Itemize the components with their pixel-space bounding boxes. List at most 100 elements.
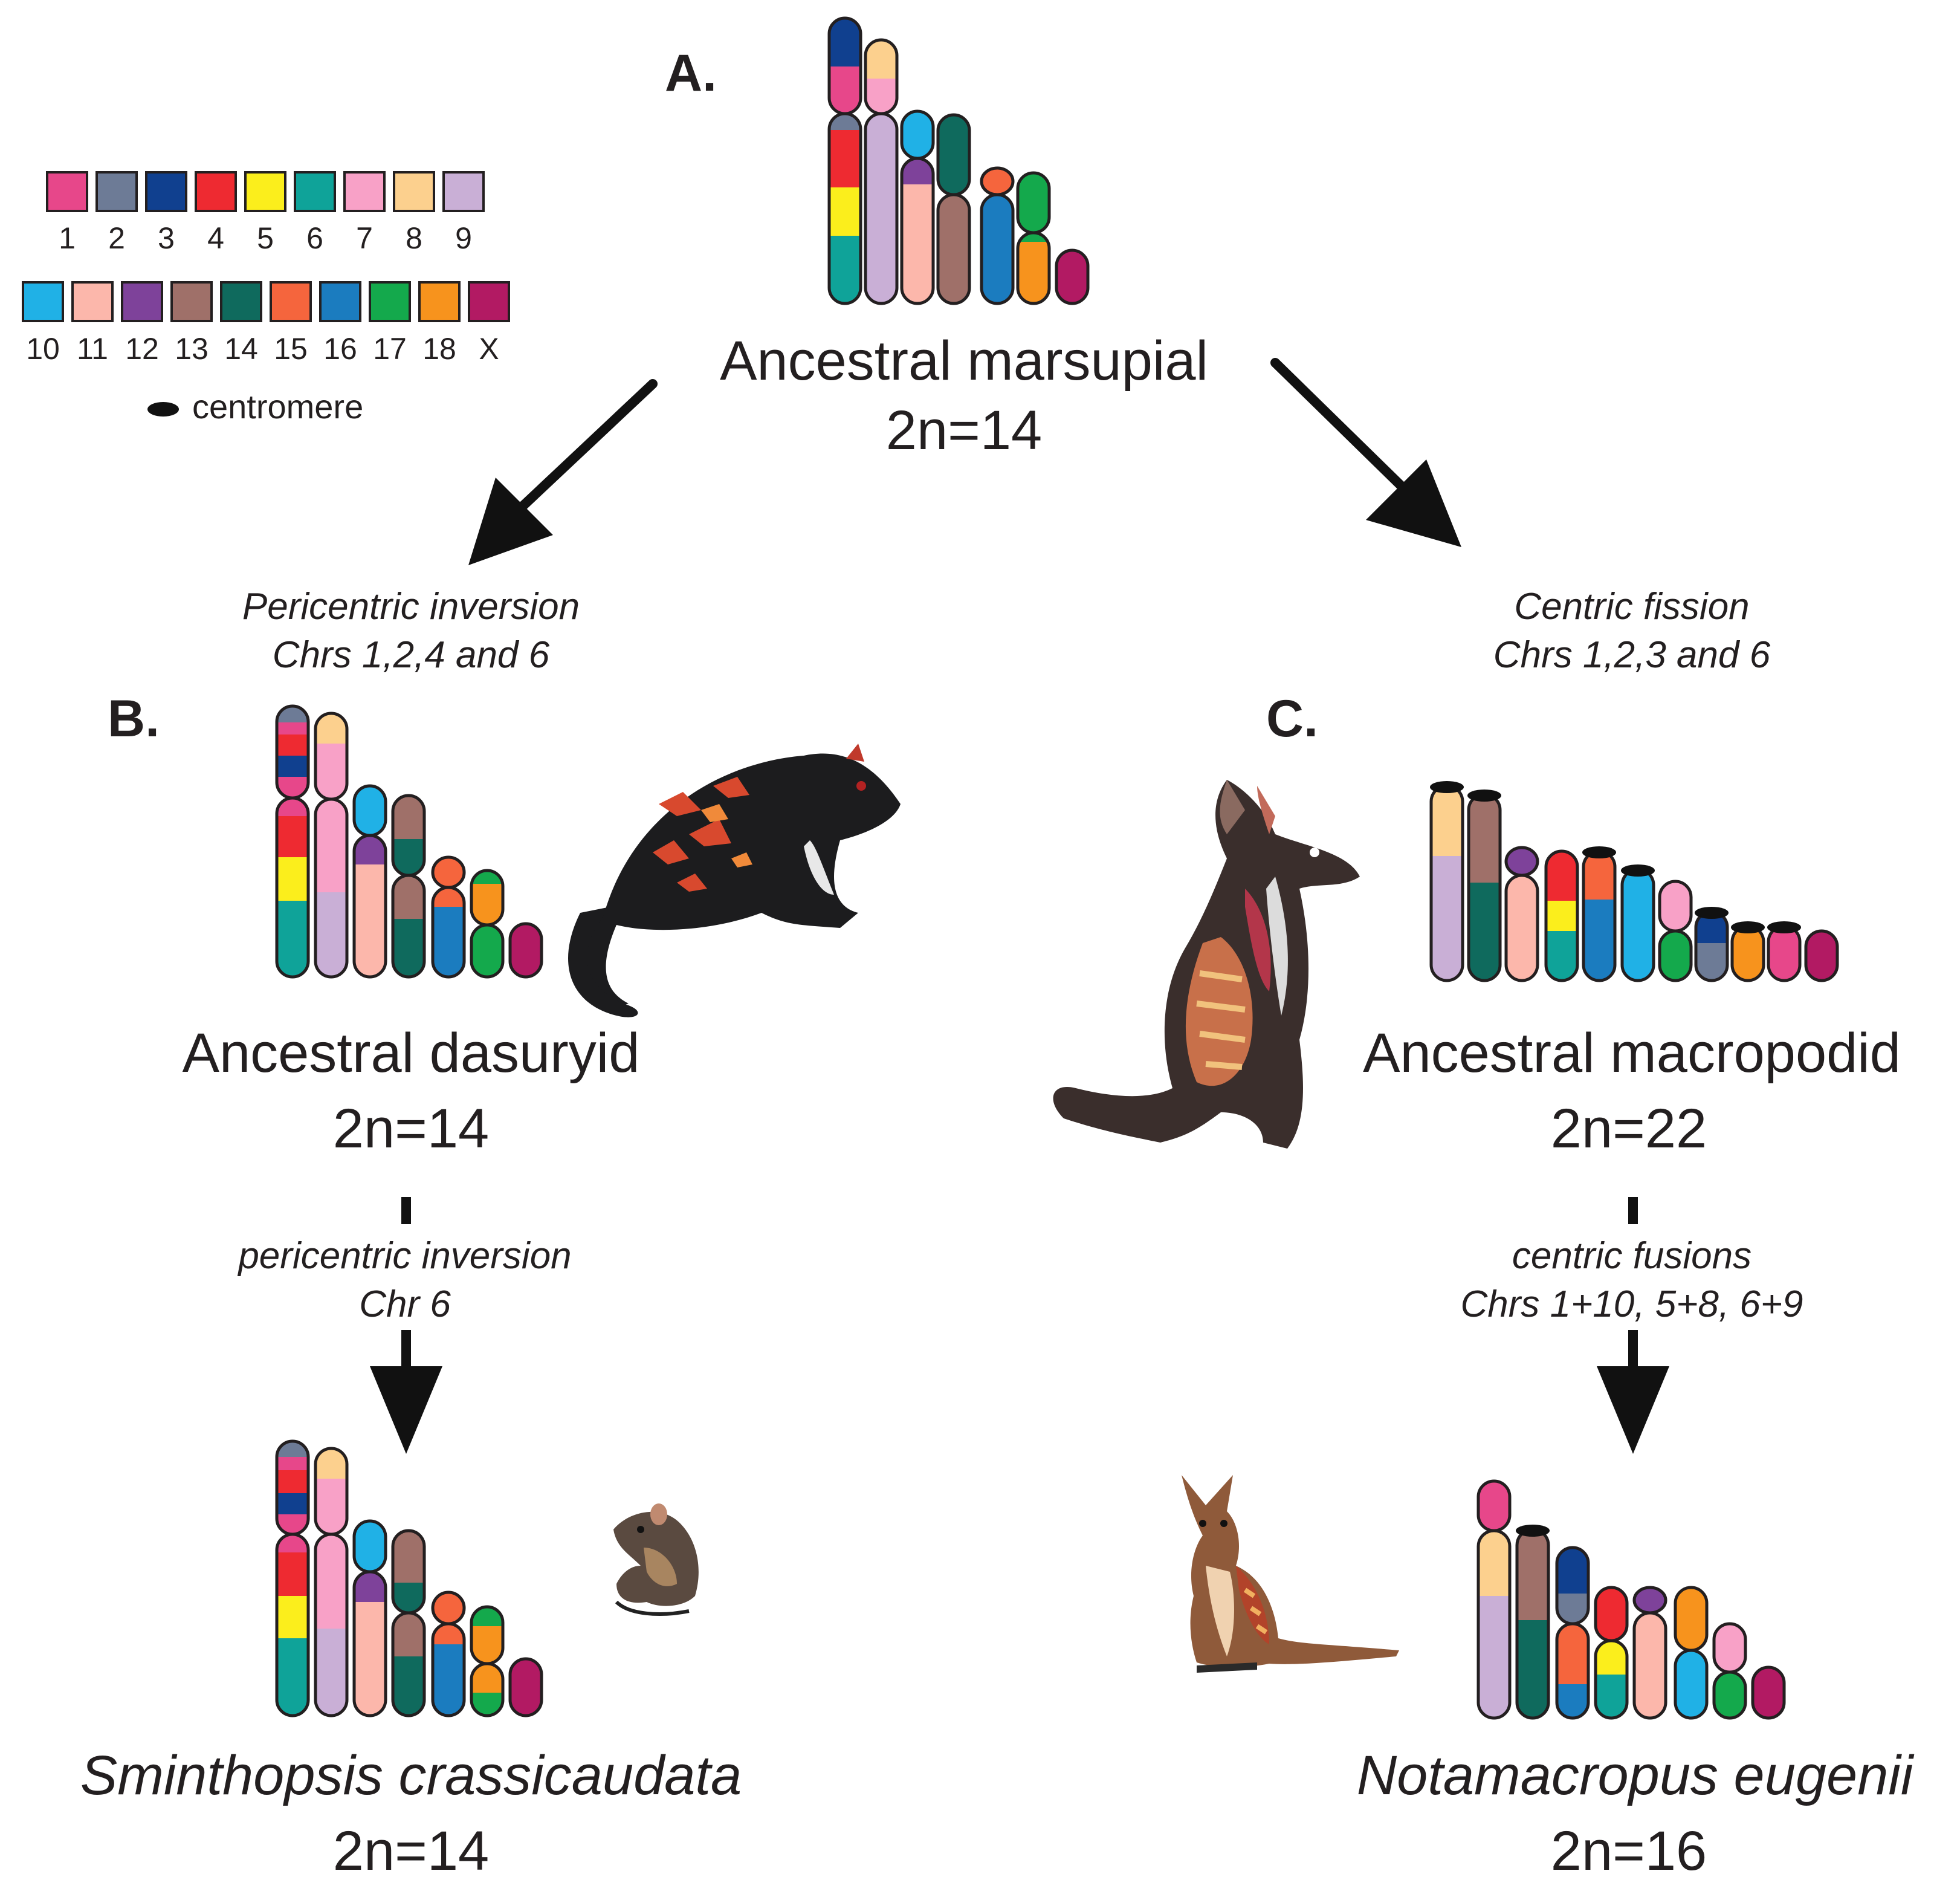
- chromosome-a-7: [1055, 248, 1090, 305]
- chromosome-e-1: [1476, 1479, 1512, 1720]
- arrow-b-to-d: [370, 1197, 442, 1454]
- chromosome-d-3: [352, 1519, 387, 1717]
- legend-centromere-icon: [147, 402, 179, 417]
- chromosome-d-6: [470, 1605, 505, 1717]
- chromosome-e-3: [1555, 1546, 1590, 1720]
- chromosome-d-4: [391, 1529, 426, 1717]
- panel-d-title: Sminthopsis crassicaudata: [80, 1745, 742, 1806]
- legend-centromere-label: centromere: [192, 388, 364, 426]
- chromosome-b-4: [391, 794, 426, 979]
- chromosome-a-1: [827, 16, 862, 305]
- chromosome-d-5: [431, 1591, 466, 1717]
- legend-swatch-1: [46, 171, 88, 212]
- chromosome-e-7: [1712, 1622, 1747, 1720]
- legend-label-14: 14: [224, 332, 258, 366]
- chromosome-b-7: [508, 922, 543, 979]
- panel-c-title: Ancestral macropodid: [1363, 1022, 1901, 1084]
- chromosome-c-1: [1429, 781, 1464, 982]
- chromosome-d-2: [314, 1447, 349, 1717]
- chromosome-c-6: [1620, 864, 1655, 982]
- chromosome-b-1: [275, 704, 310, 979]
- legend-label-15: 15: [274, 332, 308, 366]
- chromosome-c-10: [1767, 921, 1802, 982]
- karyotype-sminthopsis-crassicaudata: [275, 1439, 543, 1717]
- chromosome-c-11: [1804, 929, 1839, 982]
- panel-e-title: Notamacropus eugenii: [1356, 1745, 1913, 1806]
- event-left-1-line2: Chrs 1,2,4 and 6: [272, 634, 550, 676]
- legend-swatch-9: [442, 171, 485, 212]
- color-legend: [22, 171, 510, 417]
- legend-label-8: 8: [406, 221, 422, 255]
- chromosome-c-4: [1544, 849, 1579, 982]
- chromosome-c-7: [1658, 880, 1693, 982]
- legend-label-17: 17: [373, 332, 407, 366]
- legend-swatch-8: [393, 171, 435, 212]
- legend-label-12: 12: [125, 332, 159, 366]
- chromosome-b-5: [431, 855, 466, 979]
- chromosome-c-8: [1694, 907, 1729, 982]
- panel-e-count: 2n=16: [1550, 1820, 1707, 1882]
- chromosome-a-6: [1016, 171, 1051, 305]
- legend-label-5: 5: [257, 221, 274, 255]
- legend-swatch-14: [220, 281, 262, 322]
- arrow-a-to-b: [468, 379, 658, 565]
- panel-c-count: 2n=22: [1550, 1098, 1707, 1159]
- event-left-1-line1: Pericentric inversion: [242, 586, 580, 627]
- arrow-c-to-e: [1597, 1197, 1669, 1454]
- kangaroo-icon: [1053, 780, 1360, 1149]
- chromosome-a-4: [936, 113, 971, 305]
- legend-swatch-12: [121, 281, 163, 322]
- event-left-2-line2: Chr 6: [359, 1283, 451, 1325]
- legend-label-7: 7: [356, 221, 373, 255]
- event-left-2-line1: pericentric inversion: [238, 1235, 572, 1277]
- karyotype-ancestral-dasuryid: [275, 704, 543, 979]
- chromosome-e-6: [1674, 1586, 1709, 1720]
- legend-label-X: X: [479, 332, 499, 366]
- chromosome-a-2: [864, 38, 899, 305]
- legend-swatch-10: [22, 281, 64, 322]
- legend-swatch-18: [418, 281, 461, 322]
- dasyurid-animal-icon: [568, 744, 901, 1017]
- chromosome-e-8: [1751, 1665, 1786, 1720]
- legend-label-10: 10: [26, 332, 60, 366]
- chromosome-c-3: [1504, 846, 1539, 982]
- chromosome-a-3: [900, 109, 935, 305]
- legend-swatch-17: [369, 281, 411, 322]
- legend-swatch-4: [195, 171, 237, 212]
- legend-swatch-11: [71, 281, 114, 322]
- panel-a-count: 2n=14: [885, 400, 1043, 461]
- legend-label-9: 9: [455, 221, 472, 255]
- chromosome-c-5: [1582, 846, 1617, 982]
- chromosome-b-2: [314, 712, 349, 979]
- chromosome-b-3: [352, 784, 387, 979]
- legend-label-6: 6: [306, 221, 323, 255]
- chromosome-e-5: [1632, 1586, 1667, 1720]
- event-right-2-line2: Chrs 1+10, 5+8, 6+9: [1460, 1283, 1803, 1325]
- chromosome-c-9: [1730, 921, 1765, 982]
- chromosome-b-6: [470, 869, 505, 979]
- legend-label-13: 13: [175, 332, 209, 366]
- legend-swatch-6: [294, 171, 336, 212]
- tammar-wallaby-icon: [1182, 1475, 1399, 1673]
- event-right-2-line1: centric fusions: [1512, 1235, 1752, 1277]
- legend-swatch-13: [170, 281, 213, 322]
- arrow-a-to-c: [1270, 358, 1461, 547]
- chromosome-d-7: [508, 1657, 543, 1717]
- event-right-1-line2: Chrs 1,2,3 and 6: [1493, 634, 1771, 676]
- legend-label-18: 18: [422, 332, 456, 366]
- legend-swatch-15: [270, 281, 312, 322]
- panel-b-letter: B.: [108, 690, 160, 748]
- karyotype-ancestral-marsupial: [827, 16, 1090, 305]
- dunnart-icon: [613, 1503, 699, 1616]
- panel-c-letter: C.: [1266, 690, 1318, 748]
- legend-label-11: 11: [77, 332, 108, 366]
- panel-d-count: 2n=14: [332, 1820, 490, 1882]
- legend-swatch-2: [95, 171, 138, 212]
- panel-b-count: 2n=14: [332, 1098, 490, 1159]
- chromosome-c-2: [1467, 790, 1502, 982]
- event-right-1-line1: Centric fission: [1514, 586, 1750, 627]
- legend-swatch-3: [145, 171, 187, 212]
- legend-swatch-16: [319, 281, 361, 322]
- legend-label-1: 1: [59, 221, 76, 255]
